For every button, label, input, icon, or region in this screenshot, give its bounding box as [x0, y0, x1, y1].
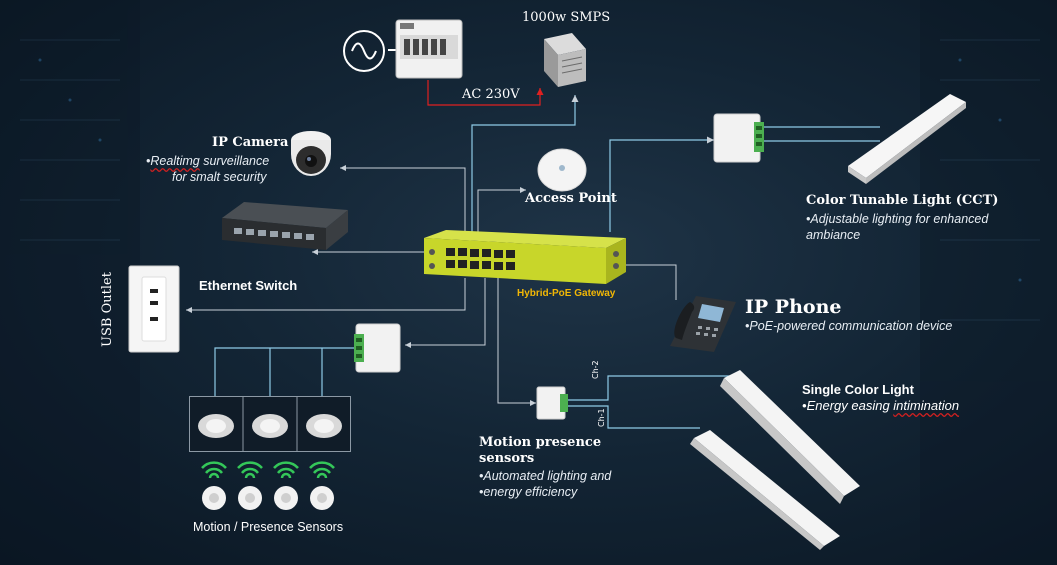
- access-point-icon: [537, 148, 587, 192]
- sensor-disc-icon: [310, 486, 334, 510]
- downlight-icon: [252, 414, 288, 438]
- ac-source-icon: [343, 30, 385, 72]
- wire-single-lights: [568, 375, 740, 429]
- usb-outlet-icon: [128, 265, 180, 353]
- cct-light-icon: [848, 94, 966, 184]
- ip-phone-title: IP Phone: [745, 296, 842, 318]
- motion-desc-line1: •Automated lighting and: [479, 469, 612, 483]
- downlight-icon: [198, 414, 234, 438]
- breaker-box-icon: [395, 19, 463, 79]
- wifi-signal-icon: [237, 461, 263, 479]
- wire-smps: [471, 95, 579, 232]
- single-color-lights-icon: [690, 370, 860, 550]
- access-point-label: Access Point: [525, 191, 617, 206]
- usb-outlet-label: USB Outlet: [99, 272, 115, 347]
- ip-camera-icon: [291, 131, 331, 176]
- ac-label: AC 230V: [462, 87, 520, 102]
- sensor-relay-module-icon: [354, 323, 401, 373]
- ch1-label: Ch-1: [597, 408, 606, 427]
- downlights-panel: [189, 396, 351, 452]
- hybrid-poe-gateway-icon: [424, 230, 626, 284]
- motion-title-line1: Motion presence: [479, 435, 602, 450]
- wifi-signal-icon: [273, 461, 299, 479]
- wire-cct: [609, 136, 714, 232]
- motion-title-line2: sensors: [479, 451, 535, 466]
- gateway-label: Hybrid-PoE Gateway: [517, 288, 616, 299]
- cct-desc-line1: •Adjustable lighting for enhanced: [806, 212, 989, 226]
- ip-camera-desc-line2: for smalt security: [172, 170, 267, 184]
- wire-cct-light: [764, 126, 880, 142]
- wire-access-point: [477, 187, 526, 232]
- cct-title: Color Tunable Light (CCT): [806, 193, 999, 208]
- linear-light-upper: [720, 370, 860, 504]
- ethernet-switch-label: Ethernet Switch: [199, 278, 298, 293]
- sensors-caption: Motion / Presence Sensors: [193, 520, 344, 534]
- downlight-icon: [306, 414, 342, 438]
- sensor-disc-icon: [238, 486, 262, 510]
- wire-camera: [340, 165, 466, 232]
- wire-sensor-relay: [405, 278, 486, 348]
- ethernet-switch-icon: [222, 202, 348, 250]
- single-light-desc: •Energy easing intimination: [802, 398, 960, 413]
- ip-phone-icon: [670, 296, 736, 352]
- ac-link: [388, 49, 396, 51]
- smps-label: 1000w SMPS: [522, 10, 611, 25]
- wire-usb: [186, 278, 466, 313]
- wire-ac: [427, 80, 544, 106]
- cct-relay-module-icon: [713, 113, 764, 163]
- sensor-disc-icon: [274, 486, 298, 510]
- motion-module-icon: [536, 386, 568, 420]
- wifi-signal-icon: [309, 461, 335, 479]
- wire-motion-module: [497, 278, 536, 406]
- wire-phone: [626, 264, 677, 300]
- ch2-label: Ch-2: [591, 360, 600, 379]
- wire-sensor-bus: [214, 347, 355, 398]
- ip-phone-desc: •PoE-powered communication device: [745, 319, 953, 333]
- cct-desc-line2: ambiance: [806, 228, 861, 242]
- single-light-title: Single Color Light: [802, 382, 914, 397]
- presence-sensors-row: [201, 461, 335, 510]
- ip-camera-desc-line1: •Realtimg surveillance: [146, 154, 270, 168]
- sensor-disc-icon: [202, 486, 226, 510]
- smps-power-supply-icon: [544, 33, 586, 87]
- ip-camera-title: IP Camera: [212, 135, 289, 150]
- linear-light-lower: [690, 430, 840, 550]
- wifi-signal-icon: [201, 461, 227, 479]
- motion-desc-line2: •energy efficiency: [479, 485, 578, 499]
